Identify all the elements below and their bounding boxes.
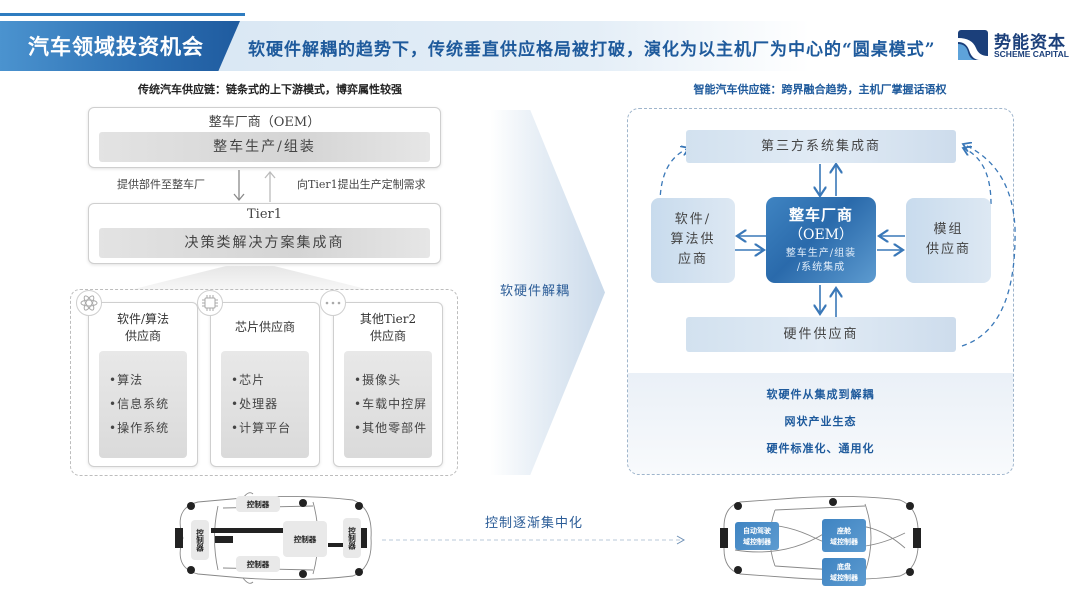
logo-name-en: SCHEME CAPITAL	[994, 49, 1069, 59]
list-item: •算法	[109, 373, 144, 387]
atom-icon	[76, 290, 102, 316]
summary-line: 硬件标准化、通用化	[766, 442, 875, 455]
left-heading: 传统汽车供应链：链条式的上下游模式，博弈属性较强	[138, 83, 402, 96]
company-logo: 势能资本 SCHEME CAPITAL	[958, 28, 1078, 64]
list-item: •车载中控屏	[354, 397, 428, 411]
list-item: •计算平台	[231, 421, 292, 435]
node-oem-center: 整车厂商 （OEM） 整车生产/组装 /系统集成	[766, 197, 876, 283]
header-accent-line	[0, 13, 245, 16]
supply-arrows	[233, 170, 276, 202]
logo-name-cn: 势能资本	[994, 33, 1066, 53]
supplier-title: 软件/算法 供应商	[116, 312, 170, 343]
supplier-card-chip: 芯片供应商 •芯片 •处理器 •计算平台	[210, 302, 320, 467]
cockpit-domain-controller: 座舱域控制器	[822, 519, 866, 552]
summary-background	[628, 373, 1013, 474]
right-heading: 智能汽车供应链：跨界融合趋势，主机厂掌握话语权	[693, 83, 947, 96]
tier2-fan-connector	[130, 266, 370, 290]
centralization-label: 控制逐渐集中化	[485, 516, 584, 531]
smart-supply-group	[627, 108, 1014, 475]
supplier-title: 芯片供应商	[234, 320, 295, 334]
supplier-list: •算法 •信息系统 •操作系统	[99, 351, 187, 458]
autonomous-driving-domain-controller: 自动驾驶域控制器	[735, 522, 779, 550]
traditional-car-diagram: 控制器 控制器 控制器 控制器 控制器	[163, 488, 378, 588]
tier1-card: Tier1 决策类解决方案集成商	[88, 203, 441, 264]
dashed-arrow-bottom-to-top	[962, 144, 1016, 347]
controller-box: 控制器	[283, 521, 327, 557]
chip-icon	[197, 290, 223, 316]
controller-box: 控制器	[191, 520, 209, 560]
node-module-supplier: 模组 供应商	[906, 198, 991, 283]
arrow-up-label: 向Tier1提出生产定制需求	[297, 178, 426, 191]
smart-car-diagram: 自动驾驶域控制器 座舱域控制器 底盘域控制器	[715, 488, 925, 588]
summary-line: 软硬件从集成到解耦	[766, 388, 875, 401]
supplier-card-other: 其他Tier2 供应商 •摄像头 •车载中控屏 •其他零部件	[333, 302, 443, 467]
centralization-arrow	[382, 535, 686, 545]
transition-label: 软硬件解耦	[500, 284, 571, 299]
node-hardware-supplier: 硬件供应商	[686, 317, 956, 352]
supplier-list: •摄像头 •车载中控屏 •其他零部件	[344, 351, 432, 458]
node-software-supplier: 软件/ 算法供 应商	[651, 198, 735, 283]
chassis-domain-controller: 底盘域控制器	[822, 558, 866, 586]
scheme-capital-logo-icon	[958, 30, 988, 60]
list-item: •摄像头	[354, 373, 402, 387]
arrow-down-label: 提供部件至整车厂	[117, 178, 205, 191]
supplier-title: 其他Tier2 供应商	[359, 312, 417, 343]
controller-box: 控制器	[236, 496, 280, 512]
oem-card-bar: 整车生产/组装	[99, 132, 430, 162]
node-third-party-integrator: 第三方系统集成商	[686, 130, 956, 163]
more-icon	[320, 290, 346, 316]
tier2-group	[70, 289, 458, 476]
list-item: •其他零部件	[354, 421, 428, 435]
header-title-box	[0, 21, 240, 71]
supplier-list: •芯片 •处理器 •计算平台	[221, 351, 309, 458]
tier1-card-bar: 决策类解决方案集成商	[99, 228, 430, 258]
list-item: •芯片	[231, 373, 266, 387]
list-item: •处理器	[231, 397, 279, 411]
controller-box: 控制器	[236, 556, 280, 572]
controller-box: 控制器	[343, 518, 361, 558]
dashed-arrow-right-to-top	[963, 148, 992, 205]
connection-arrows	[659, 108, 1016, 347]
tier1-card-title: Tier1	[246, 207, 282, 222]
list-item: •信息系统	[109, 397, 170, 411]
page-title: 汽车领域投资机会	[28, 34, 204, 59]
arrow-down-icon	[233, 170, 245, 202]
oem-card-title: 整车厂商（OEM）	[208, 115, 321, 130]
dashed-arrow-left-to-top	[659, 148, 689, 205]
oem-card: 整车厂商（OEM） 整车生产/组装	[88, 107, 441, 168]
list-item: •操作系统	[109, 421, 170, 435]
page-subtitle: 软硬件解耦的趋势下，传统垂直供应格局被打破，演化为以主机厂为中心的“圆桌模式”	[248, 40, 936, 60]
summary-line: 网状产业生态	[784, 415, 857, 428]
arrow-up-icon	[264, 170, 276, 202]
supplier-card-software: 软件/算法 供应商 •算法 •信息系统 •操作系统	[88, 302, 198, 467]
